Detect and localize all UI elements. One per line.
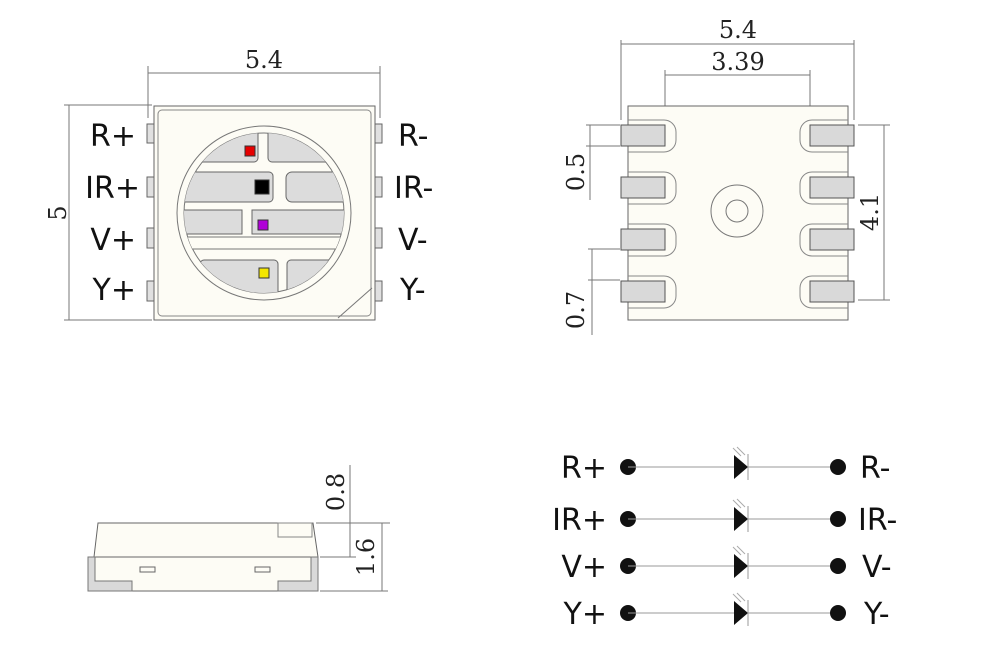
schematic: R+ R- IR+ IR- V+ V-: [552, 446, 897, 632]
schematic-row-y: Y+ Y-: [563, 592, 890, 632]
pad: [809, 124, 855, 147]
ir-chip: [254, 179, 270, 195]
height-dimension: 4.1: [856, 193, 884, 231]
corner-mark: [277, 522, 313, 538]
pad-outline: [628, 171, 677, 205]
diode-icon: [734, 554, 748, 578]
side-view: 0.8 1.6: [87, 465, 390, 592]
lead-frame: [184, 171, 274, 203]
terminal-dot: [830, 558, 846, 574]
pin-label-ir-plus: IR+: [85, 171, 140, 206]
light-emission-icon: [732, 545, 746, 556]
height-dimension: 5: [44, 205, 72, 220]
cathode-label: V-: [862, 550, 892, 585]
pad: [620, 280, 666, 303]
violet-chip: [257, 219, 269, 231]
lead-left: [87, 556, 133, 592]
pin-r-plus: [146, 123, 155, 144]
schematic-row-v: V+ V-: [561, 545, 892, 585]
schematic-row-ir: IR+ IR-: [552, 498, 897, 538]
pin-ir-minus: [374, 176, 383, 198]
lead-frame: [184, 209, 243, 235]
lens-section: [93, 522, 319, 558]
pad: [809, 176, 855, 199]
pin-label-y-minus: Y-: [399, 273, 426, 308]
pin-ir-plus: [146, 176, 155, 198]
width-dimension: 5.4: [245, 46, 283, 74]
bottom-view: 5.4 3.39 0.5 0.7: [562, 16, 890, 335]
anode-label: R+: [561, 451, 607, 486]
pin-v-plus: [146, 227, 155, 249]
red-chip: [244, 145, 256, 157]
slot: [254, 566, 271, 573]
lead-right: [277, 556, 319, 592]
pin-label-y-plus: Y+: [92, 273, 136, 308]
anode-label: V+: [561, 550, 607, 585]
pad-outline: [799, 119, 848, 153]
width-dimension: 5.4: [719, 16, 757, 44]
pin-label-v-plus: V+: [90, 223, 136, 258]
cathode-label: Y-: [863, 597, 890, 632]
terminal-dot: [830, 605, 846, 621]
pad-outline: [628, 119, 677, 153]
pad-dimension: 0.7: [562, 291, 590, 329]
pad: [620, 228, 666, 251]
pitch-dimension: 0.5: [562, 153, 590, 191]
light-emission-icon: [732, 446, 746, 457]
pad-outline: [799, 275, 848, 309]
terminal-dot: [830, 511, 846, 527]
pad-outline: [628, 223, 677, 257]
pad: [809, 228, 855, 251]
pin-label-v-minus: V-: [398, 223, 428, 258]
slot: [139, 566, 156, 573]
pad-outline: [628, 275, 677, 309]
pad-outline: [799, 171, 848, 205]
pad: [620, 176, 666, 199]
pin-v-minus: [374, 227, 383, 249]
center-mark-outer: [710, 184, 764, 238]
height-dimension: 1.6: [352, 538, 380, 576]
light-emission-icon: [732, 498, 746, 509]
terminal-dot: [830, 459, 846, 475]
pin-label-ir-minus: IR-: [394, 171, 433, 206]
top-view: 5.4 5: [44, 46, 433, 321]
pin-r-minus: [374, 123, 383, 144]
pad: [620, 124, 666, 147]
pin-y-minus: [374, 280, 383, 302]
polarity-chamfer: [337, 287, 373, 319]
center-mark-inner: [725, 199, 749, 223]
cathode-label: R-: [860, 451, 890, 486]
package-outline: [157, 109, 372, 317]
anode-label: Y+: [563, 597, 607, 632]
lead-frame: [285, 171, 344, 203]
pad-outline: [799, 223, 848, 257]
lens-bar: [184, 236, 344, 250]
diode-icon: [734, 507, 748, 531]
anode-label: IR+: [552, 503, 607, 538]
pin-label-r-plus: R+: [90, 119, 136, 154]
pin-y-plus: [146, 280, 155, 302]
schematic-row-r: R+ R-: [561, 446, 890, 486]
pin-label-r-minus: R-: [398, 119, 428, 154]
yellow-chip: [258, 267, 270, 279]
diode-icon: [734, 455, 748, 479]
light-emission-icon: [732, 592, 746, 603]
diode-icon: [734, 601, 748, 625]
pad: [809, 280, 855, 303]
pad-span-dimension: 3.39: [711, 48, 764, 76]
lens-dimension: 0.8: [322, 473, 350, 511]
cathode-label: IR-: [858, 503, 897, 538]
